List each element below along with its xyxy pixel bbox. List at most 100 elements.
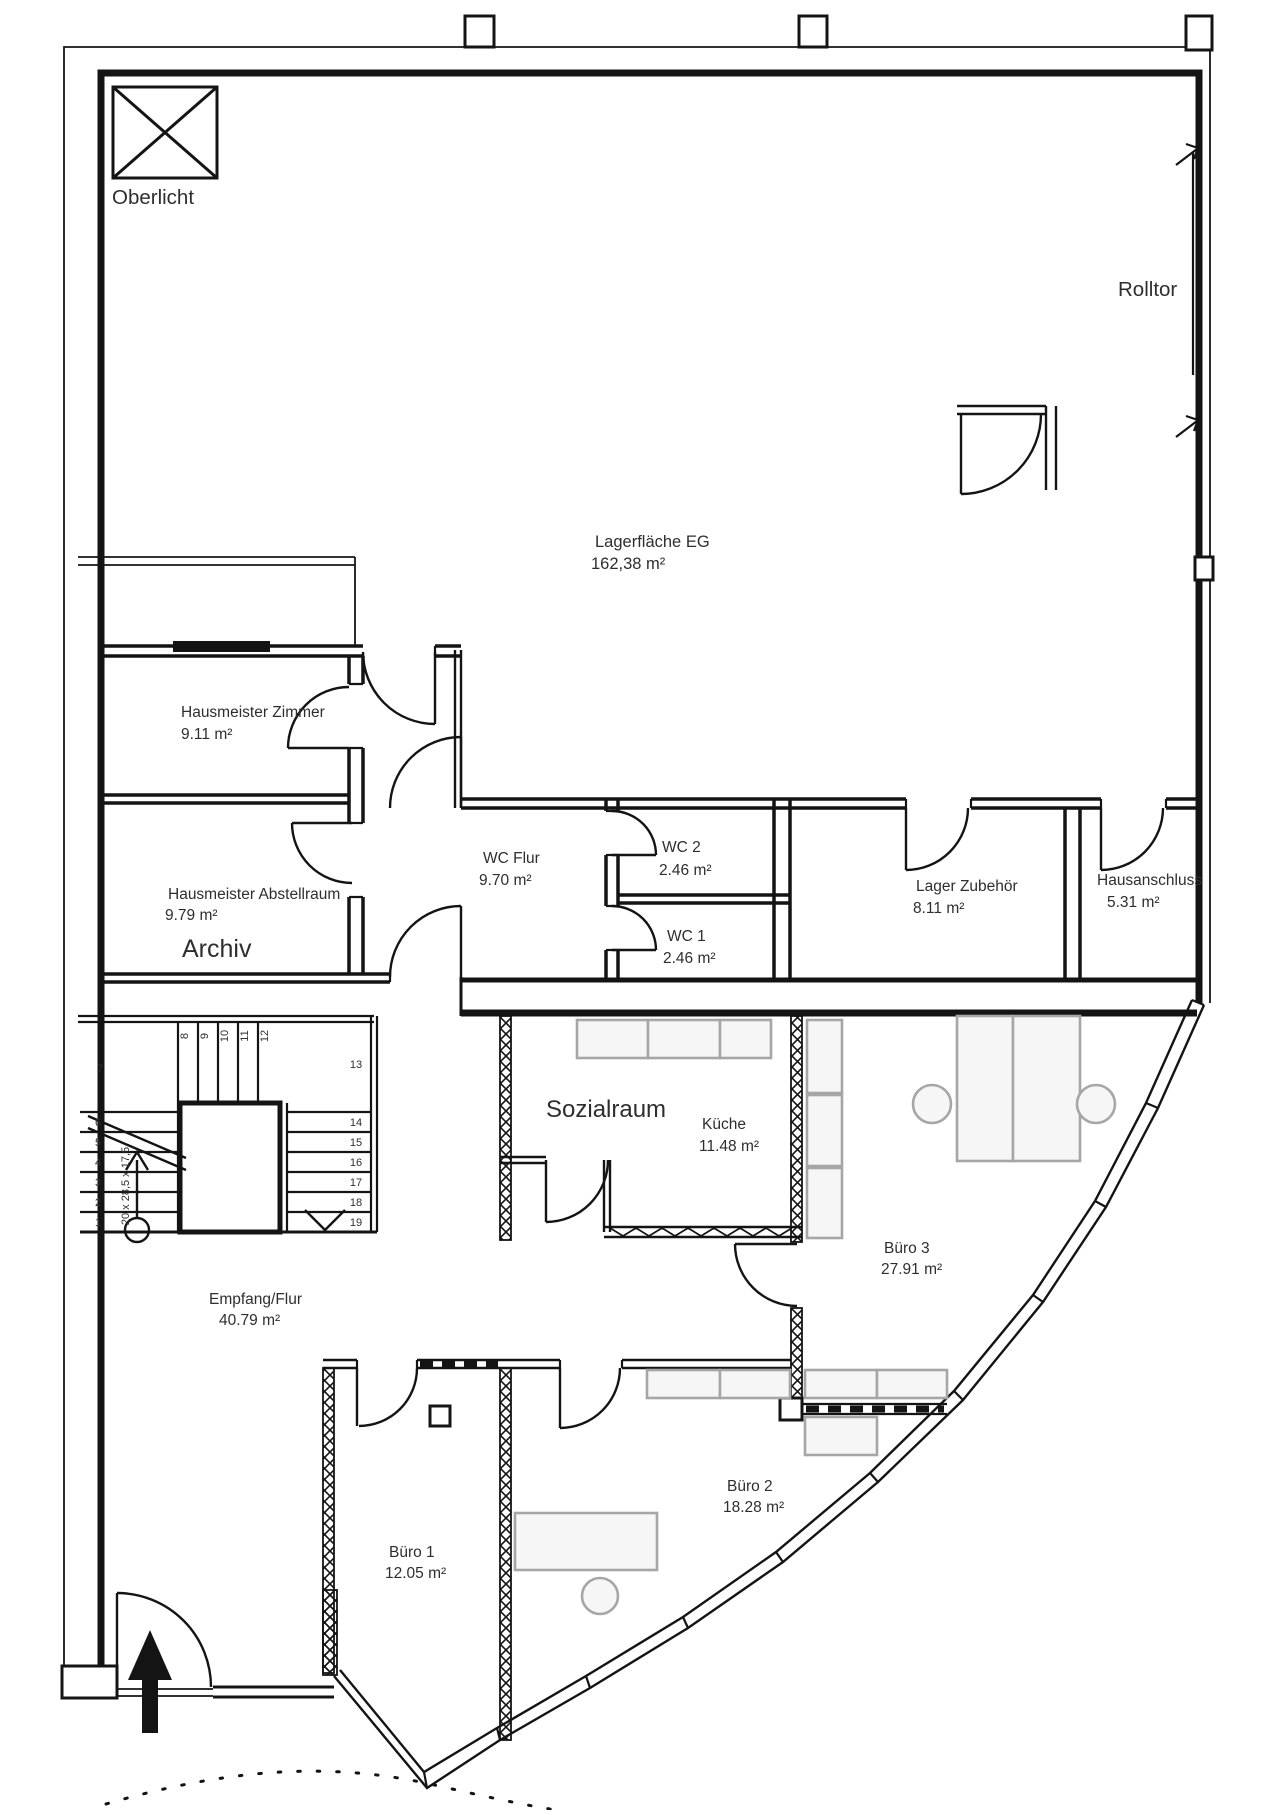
- door-arc: [388, 735, 462, 809]
- door-arc: [733, 1243, 798, 1308]
- chair: [580, 1576, 620, 1616]
- desk: [1011, 1014, 1082, 1163]
- chair: [911, 1083, 953, 1125]
- door-arc: [905, 807, 970, 872]
- stair-step-number: 9: [199, 1033, 211, 1039]
- stair-dimension-annotation: 20 x 28,5 x 17,5: [120, 1147, 132, 1225]
- room-label-hausanschluss: Hausanschluss: [1097, 872, 1202, 889]
- roof-tab: [463, 14, 496, 49]
- column: [778, 1396, 804, 1422]
- stair-step-number: 19: [350, 1217, 362, 1229]
- room-area-hausmeister-zimmer: 9.11 m²: [181, 726, 232, 743]
- sideboard: [803, 1415, 879, 1457]
- stairwell-void: [177, 1100, 283, 1235]
- kitchen-counter: [646, 1018, 722, 1060]
- desk: [513, 1511, 659, 1572]
- rolltor-arrow-icon: [1175, 414, 1200, 438]
- wall-pillar: [1193, 555, 1215, 582]
- room-label-buero3: Büro 3: [884, 1240, 930, 1257]
- furniture: [513, 1014, 1117, 1616]
- facade-mullions: [422, 998, 1205, 1789]
- chair: [1075, 1083, 1117, 1125]
- stair-step-number: 18: [350, 1197, 362, 1209]
- stair-step-number: 6: [95, 1117, 101, 1129]
- room-label-wc2: WC 2: [662, 839, 701, 856]
- kitchen-counter: [718, 1018, 773, 1060]
- stair-down-arrow-icon: [304, 1209, 346, 1232]
- room-label-buero1: Büro 1: [389, 1544, 435, 1561]
- room-area-empfang: 40.79 m²: [219, 1312, 280, 1329]
- stair-numbers: 1 2 3 4 5 6 7 8 9 10 11 12 13 14 15 16 1…: [95, 1030, 362, 1229]
- stair-step-number: 7: [97, 1063, 103, 1075]
- stair-step-number: 11: [239, 1030, 251, 1041]
- rolltor-label: Rolltor: [1118, 278, 1177, 301]
- door-arc: [611, 809, 658, 856]
- room-area-wc1: 2.46 m²: [663, 950, 716, 967]
- staircase: [78, 1014, 379, 1244]
- room-area-lagerflaeche: 162,38 m²: [591, 555, 666, 573]
- sideboard: [645, 1368, 722, 1400]
- roof-tab: [797, 14, 829, 49]
- room-area-buero3: 27.91 m²: [881, 1261, 942, 1278]
- interior-walls-lower: [60, 1015, 947, 1741]
- desk: [955, 1014, 1015, 1163]
- entrance-arrow-icon: [128, 1630, 172, 1733]
- oberlicht-symbol: [111, 85, 219, 180]
- outer-walls: [63, 14, 1214, 1698]
- column: [428, 1404, 452, 1428]
- glass-partition: [322, 1589, 338, 1676]
- cabinet: [805, 1166, 844, 1240]
- room-area-wc2: 2.46 m²: [659, 862, 712, 879]
- door-arc: [116, 1591, 213, 1688]
- stair-step-number: 13: [350, 1059, 362, 1071]
- door-arc: [559, 1367, 622, 1430]
- sideboard: [718, 1368, 792, 1400]
- stair-step-number: 2: [95, 1197, 101, 1209]
- roof-tab: [1184, 14, 1214, 52]
- glass-partition: [499, 1367, 512, 1741]
- site-boundary-dots: [104, 1769, 567, 1810]
- stair-step-number: 1: [95, 1217, 101, 1229]
- glass-partition: [790, 1015, 803, 1243]
- glass-facade: [104, 998, 1206, 1810]
- rolltor-opening: [957, 142, 1215, 582]
- door-arc: [290, 822, 353, 885]
- stair-step-number: 10: [219, 1030, 231, 1042]
- door-arc: [388, 904, 462, 978]
- room-label-empfang: Empfang/Flur: [209, 1291, 302, 1308]
- room-label-kueche: Küche: [702, 1116, 746, 1133]
- room-label-sozialraum: Sozialraum: [546, 1096, 666, 1123]
- cabinet: [805, 1093, 844, 1168]
- room-area-kueche: 11.48 m²: [699, 1138, 759, 1155]
- window-band: [173, 641, 270, 652]
- stair-step-number: 5: [95, 1137, 101, 1149]
- oberlicht-label: Oberlicht: [112, 186, 194, 209]
- room-label-wc1: WC 1: [667, 928, 706, 945]
- rolltor-arrow-icon: [1175, 142, 1200, 166]
- cabinet: [805, 1018, 844, 1095]
- wall-pier: [60, 1664, 119, 1700]
- sideboard: [875, 1368, 949, 1400]
- door-arc: [1100, 807, 1165, 872]
- sideboard: [803, 1368, 879, 1400]
- stair-step-number: 17: [350, 1177, 362, 1189]
- door-arc: [545, 1159, 610, 1224]
- room-labels: Oberlicht Rolltor Lagerfläche EG 162,38 …: [112, 186, 1202, 1582]
- door-arc: [960, 413, 1043, 496]
- room-area-buero1: 12.05 m²: [385, 1565, 446, 1582]
- room-label-lager-zubehoer: Lager Zubehör: [916, 878, 1018, 895]
- stair-step-number: 16: [350, 1157, 362, 1169]
- doors: [286, 651, 1165, 978]
- room-area-hausmeister-abstellraum: 9.79 m²: [165, 907, 218, 924]
- glazing-zigzag: [609, 1226, 793, 1238]
- room-label-hausmeister-abstellraum: Hausmeister Abstellraum: [168, 886, 340, 903]
- stair-step-number: 8: [179, 1033, 191, 1039]
- stair-step-number: 15: [350, 1137, 362, 1149]
- kitchen-counter: [575, 1018, 650, 1060]
- stair-step-number: 4: [95, 1157, 101, 1169]
- room-label-buero2: Büro 2: [727, 1478, 773, 1495]
- glass-partition: [790, 1307, 803, 1401]
- room-label-wc-flur: WC Flur: [483, 850, 540, 867]
- room-area-buero2: 18.28 m²: [723, 1499, 784, 1516]
